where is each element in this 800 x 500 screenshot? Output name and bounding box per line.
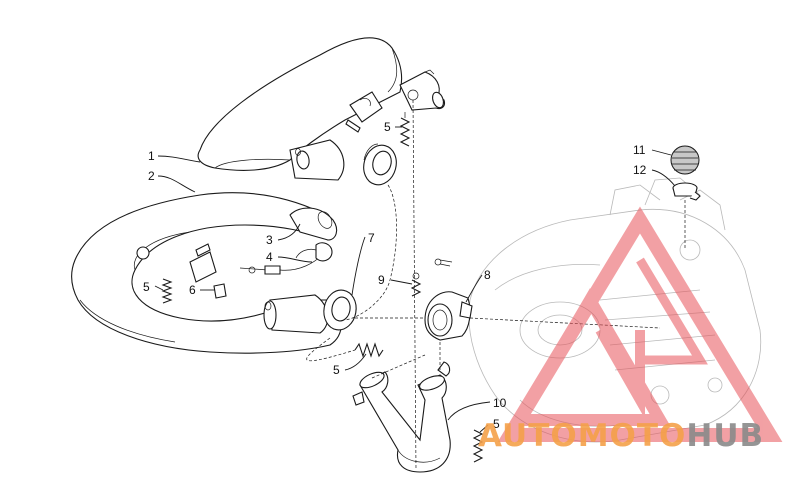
spring-middle [354,342,384,358]
exhaust-sleeve [424,258,473,341]
watermark-word-orange: AUTOMOTO [478,418,686,454]
mounting-bracket [136,243,227,299]
callout-5-middle: 5 [333,363,340,377]
leader-lines [154,126,676,433]
callout-5-lower: 5 [493,417,500,431]
temperature-sensor [239,242,333,275]
y-pipe [352,361,451,473]
expansion-chamber [71,192,342,354]
callout-8: 8 [484,268,491,282]
assembly-guide-lines [306,99,686,471]
engine-illustration [468,177,762,443]
callout-11: 11 [633,143,646,157]
cap-clamp [672,182,701,201]
seal-ring-upper [363,143,397,186]
callout-9: 9 [378,273,385,287]
callout-3: 3 [266,233,273,247]
watermark: AUTOMOTOHUB [478,418,764,454]
callout-2: 2 [148,169,155,183]
callout-6: 6 [189,283,196,297]
spring-left [161,278,173,304]
triangle-logo-icon [497,206,783,442]
callout-labels: 1 2 3 4 5 6 7 5 9 8 5 10 5 11 12 [143,120,647,431]
spring-nine [410,272,422,297]
watermark-word-gray: HUB [686,418,764,454]
callout-4: 4 [266,250,273,264]
spring-lower [472,429,484,463]
callout-1: 1 [148,149,155,163]
callout-5-left: 5 [143,280,150,294]
filter-cap [670,145,700,175]
callout-12: 12 [633,163,647,177]
seal-ring-lower [323,289,357,331]
svg-text:AUTOMOTOHUB: AUTOMOTOHUB [478,418,764,454]
callout-5-upper: 5 [384,120,391,134]
callout-7: 7 [368,231,375,245]
callout-10: 10 [493,396,507,410]
muffler-upper [197,37,446,181]
